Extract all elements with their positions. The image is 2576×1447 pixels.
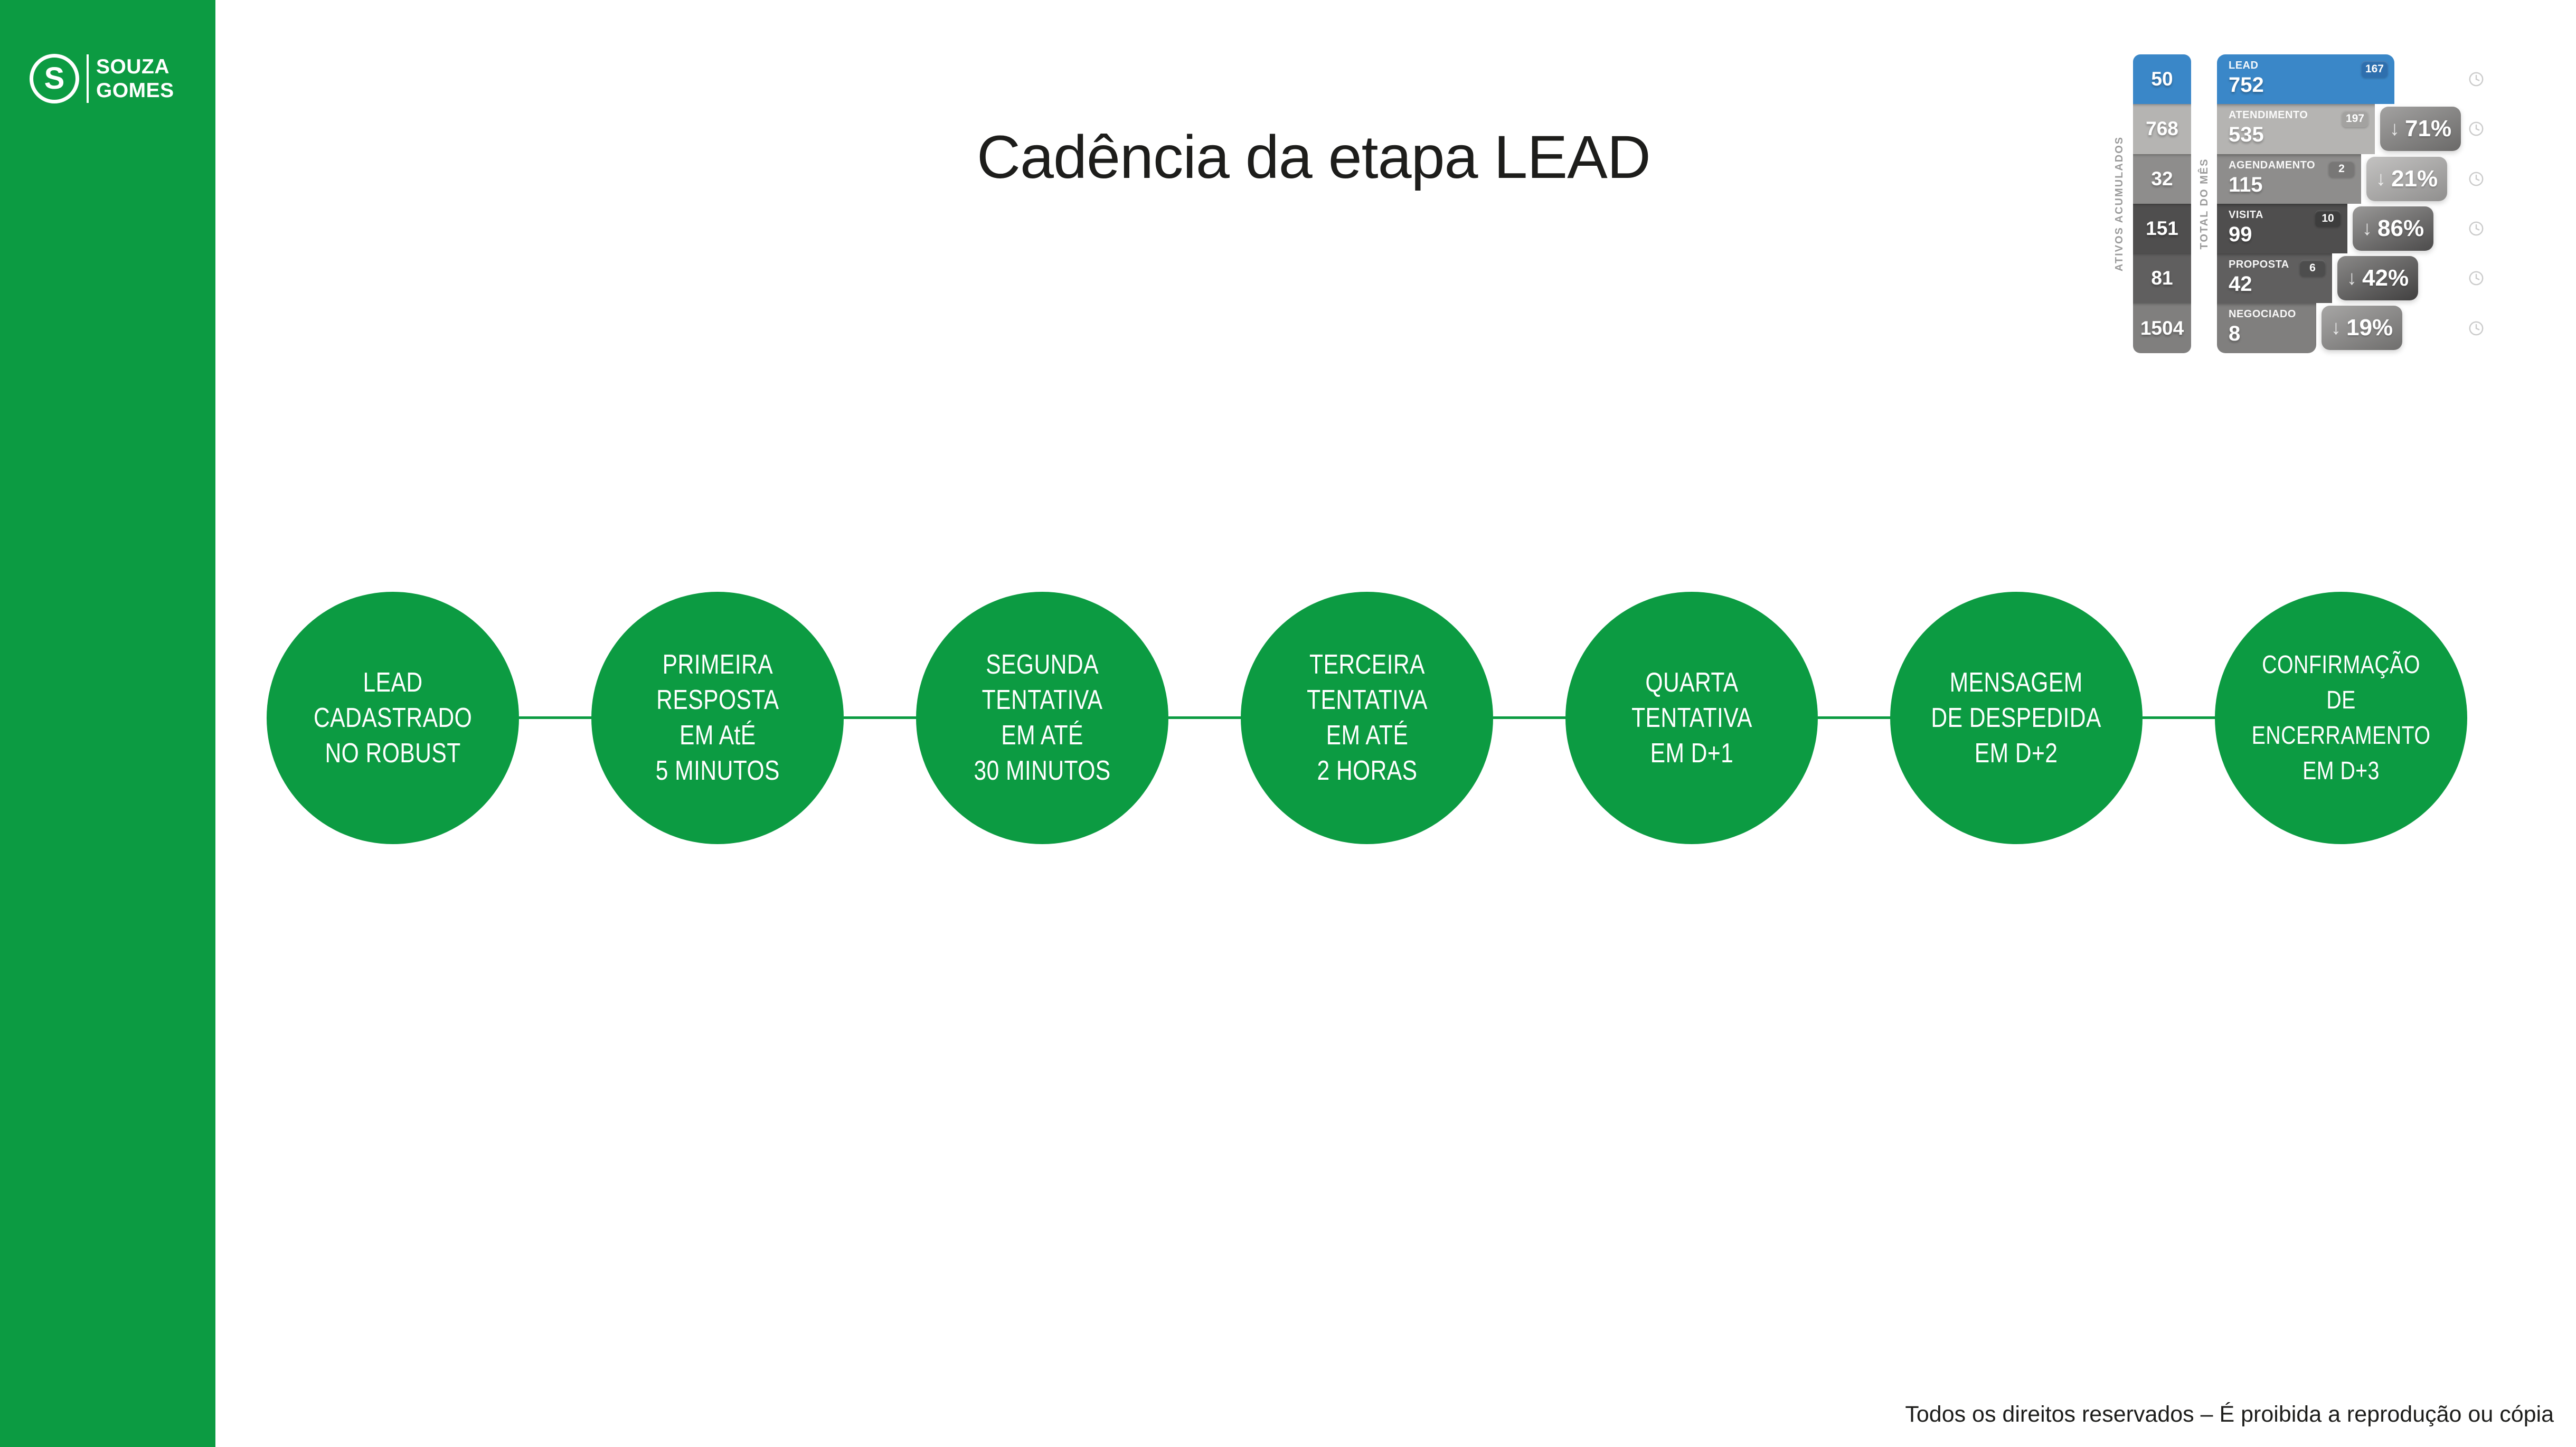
funnel-row-agendamento: AGENDAMENTO 115 2 ↓ 21% [2217,154,2448,204]
funnel-row-value: 99 [2229,222,2252,246]
step-1-label: LEAD CADASTRADO NO ROBUST [313,667,473,769]
brand-name-line2: GOMES [96,79,174,102]
accumulated-cell: 50 [2133,54,2191,105]
brand-logo: S SOUZA GOMES [30,54,174,103]
sidebar: S SOUZA GOMES [0,0,215,1447]
funnel-row-proposta: PROPOSTA 42 6 ↓ 42% [2217,253,2419,304]
step-connector-4 [1493,716,1567,719]
step-circle-4: TERCEIRA TENTATIVA EM ATÉ 2 HORAS [1241,592,1493,844]
step-circle-1: LEAD CADASTRADO NO ROBUST [267,592,519,844]
funnel-row-name: AGENDAMENTO [2229,159,2316,171]
step-connector-5 [1818,716,1891,719]
accumulated-cell: 1504 [2133,303,2191,353]
funnel-row-name: PROPOSTA [2229,259,2289,271]
brand-name-line1: SOUZA [96,55,169,78]
accumulated-cell: 81 [2133,253,2191,304]
funnel-row-badge: 167 [2361,61,2388,78]
page-title: Cadência da etapa LEAD [977,124,1651,191]
step-3-label: SEGUNDA TENTATIVA EM ATÉ 30 MINUTOS [974,649,1111,786]
funnel-row-value: 115 [2229,173,2263,196]
drop-rate-value: 86% [2377,215,2424,241]
step-circle-6: MENSAGEM DE DESPEDIDA EM D+2 [1890,592,2143,844]
drop-rate-chip: ↓ 19% [2322,306,2403,351]
funnel-row-visita: VISITA 99 10 ↓ 86% [2217,203,2434,254]
clock-column [2467,54,2486,353]
funnel-row-value: 535 [2229,123,2264,147]
funnel-row-value: 42 [2229,272,2252,296]
step-6-label: MENSAGEM DE DESPEDIDA EM D+2 [1931,667,2102,769]
drop-rate-value: 19% [2346,315,2393,341]
clock-icon [2467,303,2486,353]
down-arrow-icon: ↓ [2376,167,2386,190]
drop-rate-chip: ↓ 86% [2353,206,2434,251]
funnel-row-value: 752 [2229,73,2264,97]
down-arrow-icon: ↓ [2362,217,2372,240]
logo-divider [87,54,89,103]
step-2-label: PRIMEIRA RESPOSTA EM AtÉ 5 MINUTOS [655,649,780,786]
step-circle-7: CONFIRMAÇÃO DE ENCERRAMENTO EM D+3 [2215,592,2467,844]
clock-icon [2467,54,2486,104]
funnel-row-atendimento: ATENDIMENTO 535 197 ↓ 71% [2217,104,2461,154]
drop-rate-value: 42% [2362,265,2409,291]
down-arrow-icon: ↓ [2347,267,2357,290]
step-connector-1 [519,716,592,719]
clock-icon [2467,104,2486,154]
funnel-row-name: LEAD [2229,60,2259,71]
clock-icon [2467,204,2486,253]
step-4-label: TERCEIRA TENTATIVA EM ATÉ 2 HORAS [1306,649,1428,786]
logo-monogram-icon: S [30,54,79,103]
funnel-row-badge: 10 [2315,210,2341,227]
step-circle-5: QUARTA TENTATIVA EM D+1 [1565,592,1818,844]
funnel-row-name: ATENDIMENTO [2229,109,2308,121]
drop-rate-value: 71% [2405,116,2452,142]
copyright-note: Todos os direitos reservados – É proibid… [1905,1402,2554,1427]
funnel-row-negociado: NEGOCIADO 8 ↓ 19% [2217,303,2403,353]
funnel-chart: LEAD 752 167 ATENDIMENTO 535 197 ↓ 71% A… [2217,54,2461,353]
step-connector-3 [1168,716,1242,719]
funnel-row-badge: 197 [2341,110,2369,128]
step-7-label: CONFIRMAÇÃO DE ENCERRAMENTO EM D+3 [2251,651,2431,785]
drop-rate-chip: ↓ 71% [2380,107,2461,152]
step-5-label: QUARTA TENTATIVA EM D+1 [1631,667,1752,769]
funnel-row-badge: 2 [2328,160,2355,177]
funnel-row-badge: 6 [2299,260,2326,277]
accumulated-cell: 32 [2133,154,2191,204]
funnel-row-value: 8 [2229,322,2241,346]
step-connector-2 [844,716,917,719]
funnel-accumulated-axis-label: ATIVOS ACUMULADOS [2113,136,2125,272]
step-circle-2: PRIMEIRA RESPOSTA EM AtÉ 5 MINUTOS [591,592,844,844]
clock-icon [2467,253,2486,303]
funnel-row-lead: LEAD 752 167 [2217,54,2394,105]
clock-icon [2467,154,2486,204]
drop-rate-chip: ↓ 42% [2337,256,2419,301]
funnel-month-axis-label: TOTAL DO MÊS [2198,158,2210,250]
drop-rate-value: 21% [2391,165,2438,192]
drop-rate-chip: ↓ 21% [2366,156,2448,201]
step-circle-3: SEGUNDA TENTATIVA EM ATÉ 30 MINUTOS [916,592,1168,844]
funnel-row-name: VISITA [2229,209,2263,221]
accumulated-cell: 768 [2133,104,2191,154]
funnel-row-name: NEGOCIADO [2229,308,2296,320]
step-connector-6 [2143,716,2216,719]
logo-monogram-letter: S [44,61,65,96]
funnel-accumulated-column: 50 768 32 151 81 1504 [2133,54,2191,353]
down-arrow-icon: ↓ [2390,118,2400,140]
accumulated-cell: 151 [2133,203,2191,254]
down-arrow-icon: ↓ [2331,317,2341,339]
brand-name: SOUZA GOMES [96,55,174,102]
